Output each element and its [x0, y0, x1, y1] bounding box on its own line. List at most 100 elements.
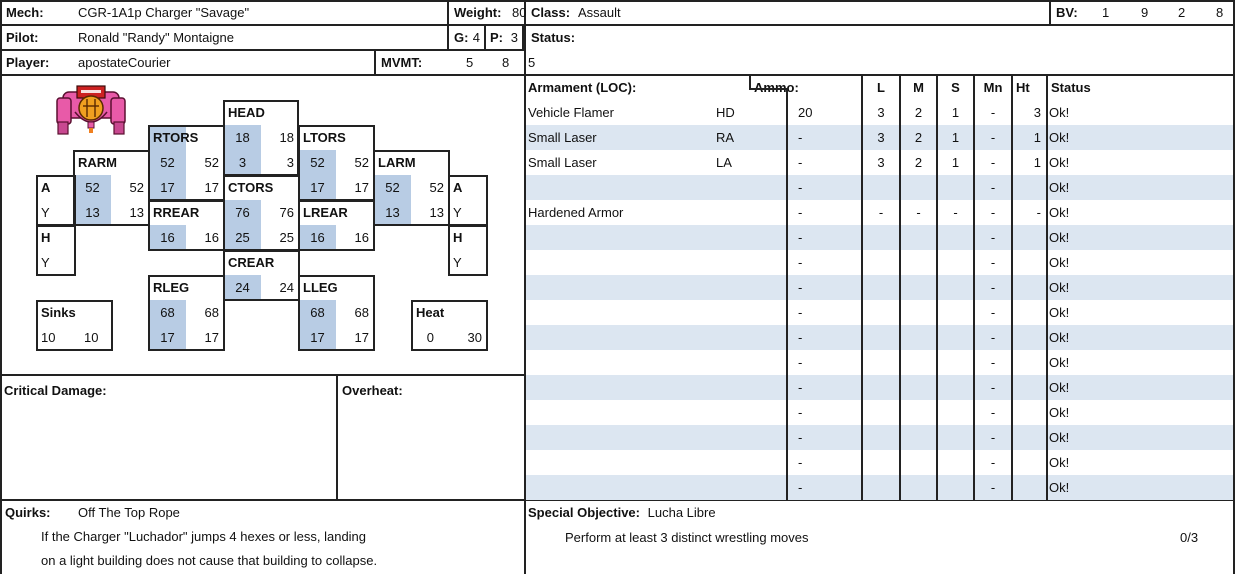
right-shoulder-actuator[interactable]: A — [41, 180, 51, 195]
armament-row[interactable]: --Ok! — [526, 450, 1233, 475]
rleg-internal[interactable]: 17 — [160, 330, 175, 345]
armament-name-cell[interactable] — [528, 225, 718, 250]
armament-name-cell[interactable]: Small Laser — [528, 130, 597, 145]
armament-ammo-cell[interactable]: - — [798, 380, 803, 395]
overheat-field[interactable] — [340, 403, 522, 497]
lrear-armor[interactable]: 16 — [310, 230, 325, 245]
larm-internal[interactable]: 13 — [385, 205, 400, 220]
armament-status-cell[interactable]: Ok! — [1049, 230, 1070, 245]
ctors-armor[interactable]: 76 — [235, 205, 250, 220]
armament-status-cell[interactable]: Ok! — [1049, 330, 1070, 345]
special-objective-progress[interactable]: 0/3 — [1180, 530, 1199, 545]
armament-name-cell[interactable] — [528, 400, 718, 425]
armament-status-cell[interactable]: Ok! — [1049, 380, 1070, 395]
armament-status-cell[interactable]: Ok! — [1049, 355, 1070, 370]
weight-value[interactable]: 80 — [512, 5, 527, 20]
armament-name-cell[interactable] — [528, 350, 718, 375]
armament-ammo-cell[interactable]: 20 — [798, 105, 813, 120]
armament-ammo-cell[interactable]: - — [798, 155, 803, 170]
mvmt-run[interactable]: 8 — [502, 55, 510, 70]
armament-name-cell[interactable]: Vehicle Flamer — [528, 105, 614, 120]
pilot-name-field[interactable]: Ronald "Randy" Montaigne — [78, 30, 234, 45]
armament-status-cell[interactable]: Ok! — [1049, 105, 1070, 120]
lleg-internal[interactable]: 17 — [310, 330, 325, 345]
rarm-armor[interactable]: 52 — [85, 180, 100, 195]
mvmt-walk[interactable]: 5 — [466, 55, 474, 70]
rrear-armor[interactable]: 16 — [160, 230, 175, 245]
armament-ammo-cell[interactable]: - — [798, 455, 803, 470]
rtors-armor[interactable]: 52 — [160, 155, 175, 170]
armament-status-cell[interactable]: Ok! — [1049, 405, 1070, 420]
armament-status-cell[interactable]: Ok! — [1049, 280, 1070, 295]
armament-status-cell[interactable]: Ok! — [1049, 205, 1070, 220]
right-hip-actuator[interactable]: H — [41, 230, 51, 245]
armament-status-cell[interactable]: Ok! — [1049, 480, 1070, 495]
armament-ammo-cell[interactable]: - — [798, 355, 803, 370]
armament-row[interactable]: --Ok! — [526, 375, 1233, 400]
armament-ammo-cell[interactable]: - — [798, 330, 803, 345]
armament-ammo-cell[interactable]: - — [798, 230, 803, 245]
right-upper-arm-actuator[interactable]: Y — [41, 205, 50, 220]
sinks-current[interactable]: 10 — [41, 330, 56, 345]
armament-status-cell[interactable]: Ok! — [1049, 430, 1070, 445]
armament-row[interactable]: --Ok! — [526, 425, 1233, 450]
armament-ammo-cell[interactable]: - — [798, 305, 803, 320]
armament-ammo-cell[interactable]: - — [798, 205, 803, 220]
heat-current[interactable]: 0 — [426, 330, 434, 345]
armament-name-cell[interactable]: Hardened Armor — [528, 205, 624, 220]
left-leg-actuator[interactable]: Y — [453, 255, 462, 270]
armament-name-cell[interactable]: Small Laser — [528, 155, 597, 170]
head-armor[interactable]: 18 — [235, 130, 250, 145]
armament-row[interactable]: --Ok! — [526, 325, 1233, 350]
left-shoulder-actuator[interactable]: A — [453, 180, 463, 195]
armament-status-cell[interactable]: Ok! — [1049, 305, 1070, 320]
armament-status-cell[interactable]: Ok! — [1049, 155, 1070, 170]
armament-name-cell[interactable] — [528, 175, 718, 200]
rleg-armor[interactable]: 68 — [160, 305, 175, 320]
larm-armor[interactable]: 52 — [385, 180, 400, 195]
armament-name-cell[interactable] — [528, 250, 718, 275]
armament-row[interactable]: --Ok! — [526, 475, 1233, 500]
left-hip-actuator[interactable]: H — [453, 230, 463, 245]
ltors-internal[interactable]: 17 — [310, 180, 325, 195]
ctors-internal[interactable]: 25 — [235, 230, 250, 245]
armament-ammo-cell[interactable]: - — [798, 180, 803, 195]
piloting-value[interactable]: 3 — [510, 30, 518, 45]
armament-ammo-cell[interactable]: - — [798, 255, 803, 270]
armament-name-cell[interactable] — [528, 375, 718, 400]
armament-row[interactable]: --Ok! — [526, 275, 1233, 300]
armament-name-cell[interactable] — [528, 475, 718, 500]
left-upper-arm-actuator[interactable]: Y — [453, 205, 462, 220]
armament-row[interactable]: --Ok! — [526, 300, 1233, 325]
armament-ammo-cell[interactable]: - — [798, 280, 803, 295]
rarm-internal[interactable]: 13 — [85, 205, 100, 220]
mech-name-field[interactable]: CGR-1A1p Charger "Savage" — [78, 5, 250, 20]
armament-ammo-cell[interactable]: - — [798, 405, 803, 420]
armament-name-cell[interactable] — [528, 300, 718, 325]
armament-name-cell[interactable] — [528, 325, 718, 350]
armament-ammo-cell[interactable]: - — [798, 430, 803, 445]
armament-status-cell[interactable]: Ok! — [1049, 130, 1070, 145]
armament-row[interactable]: --Ok! — [526, 250, 1233, 275]
mvmt-jump[interactable]: 5 — [528, 55, 536, 70]
armament-status-cell[interactable]: Ok! — [1049, 455, 1070, 470]
ltors-armor[interactable]: 52 — [310, 155, 325, 170]
lleg-armor[interactable]: 68 — [310, 305, 325, 320]
armament-row[interactable]: Hardened Armor------Ok! — [526, 200, 1233, 225]
armament-ammo-cell[interactable]: - — [798, 480, 803, 495]
class-value[interactable]: Assault — [578, 5, 621, 20]
armament-row[interactable]: --Ok! — [526, 400, 1233, 425]
armament-row[interactable]: --Ok! — [526, 175, 1233, 200]
armament-status-cell[interactable]: Ok! — [1049, 180, 1070, 195]
armament-name-cell[interactable] — [528, 425, 718, 450]
crear-armor[interactable]: 24 — [235, 280, 250, 295]
armament-ammo-cell[interactable]: - — [798, 130, 803, 145]
armament-name-cell[interactable] — [528, 275, 718, 300]
critical-damage-field[interactable] — [2, 403, 334, 497]
armament-row[interactable]: --Ok! — [526, 350, 1233, 375]
armament-status-cell[interactable]: Ok! — [1049, 255, 1070, 270]
player-name-field[interactable]: apostateCourier — [78, 55, 171, 70]
